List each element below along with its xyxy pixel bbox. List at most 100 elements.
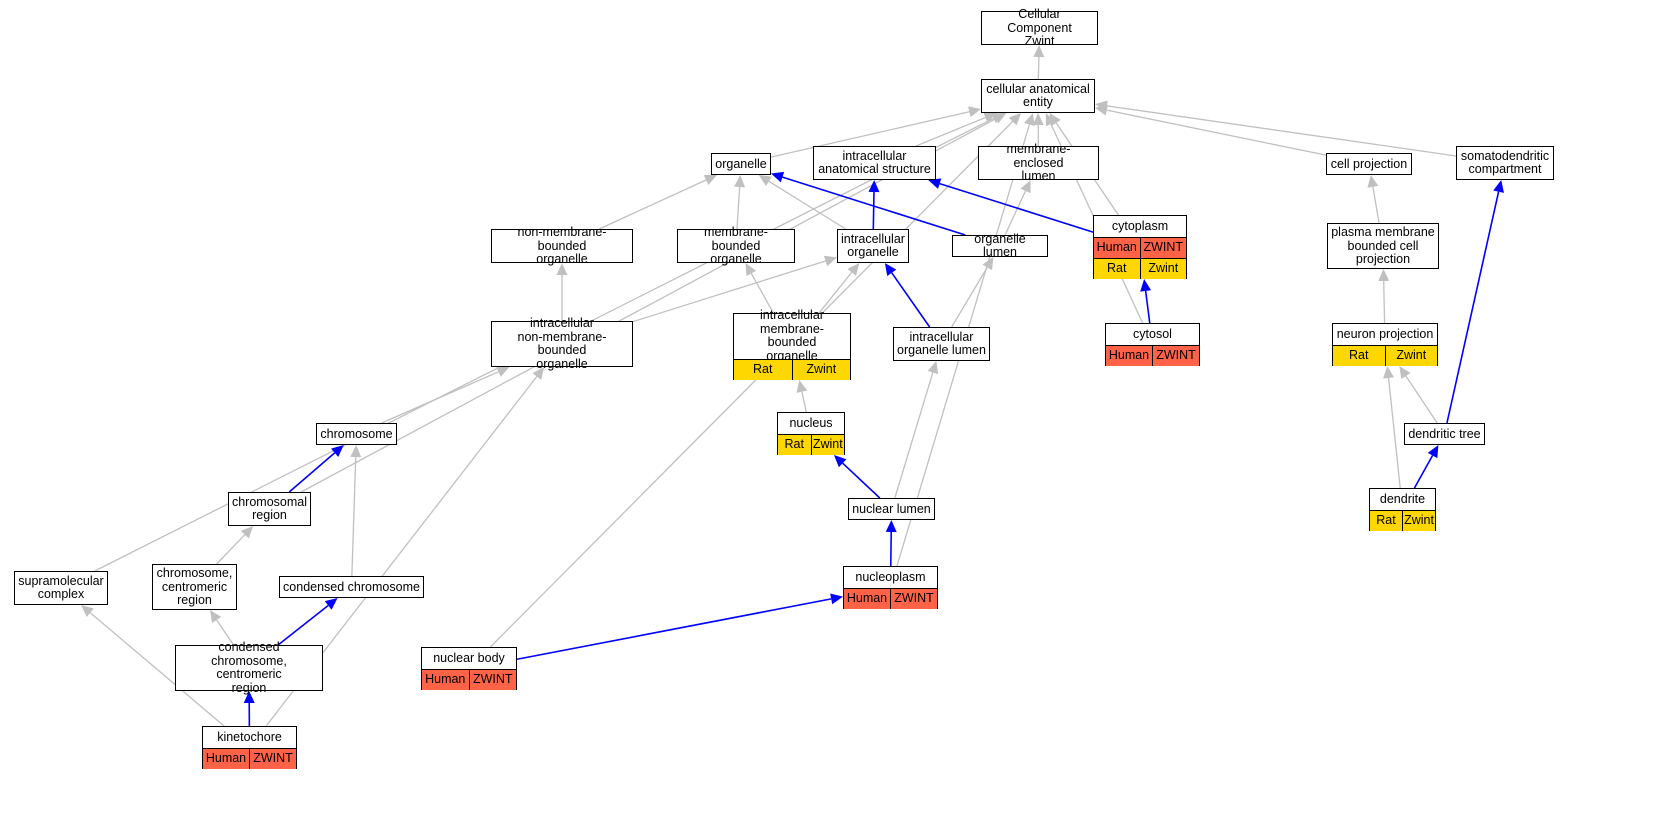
- term-node-organelle[interactable]: organelle: [711, 153, 771, 175]
- arrowhead: [1140, 279, 1152, 292]
- species-cell: Rat: [778, 434, 811, 455]
- edge-nucbody-to-cae: [489, 121, 1014, 648]
- arrowhead: [331, 445, 344, 458]
- edge-dtree-to-neuronproj: [1405, 375, 1438, 424]
- edge-iol-to-io: [891, 272, 931, 328]
- term-node-somato[interactable]: somatodendritic compartment: [1456, 146, 1554, 180]
- term-node-inmbo[interactable]: intracellular non-membrane-bounded organ…: [491, 317, 633, 370]
- edge-kinetochore-to-supramol: [89, 612, 225, 727]
- gene-cell: Zwint: [791, 359, 850, 380]
- arrowhead: [81, 605, 94, 617]
- term-node-ias[interactable]: intracellular anatomical structure: [813, 146, 936, 180]
- arrowhead: [350, 445, 362, 458]
- edge-dendrite-to-neuronproj: [1387, 377, 1401, 489]
- gene-cell: ZWINT: [249, 748, 296, 769]
- term-node-mbo[interactable]: membrane-bounded organelle: [677, 225, 795, 266]
- term-label: condensed chromosome, centromeric region: [211, 640, 287, 695]
- term-node-io[interactable]: intracellular organelle: [837, 229, 909, 263]
- term-node-imbo[interactable]: intracellular membrane-bounded organelle…: [733, 308, 851, 380]
- term-node-cccr[interactable]: condensed chromosome, centromeric region: [175, 640, 323, 695]
- term-node-cellproj[interactable]: cell projection: [1326, 153, 1412, 175]
- edge-ias-to-cae: [915, 116, 986, 147]
- edge-io-to-ias: [872, 191, 875, 230]
- term-node-iol[interactable]: intracellular organelle lumen: [893, 327, 990, 361]
- arrowhead: [734, 175, 746, 188]
- arrowhead: [1033, 45, 1045, 58]
- arrowhead: [847, 263, 860, 276]
- edge-cccr-to-condchrom: [277, 604, 329, 646]
- term-label: cytoplasm: [1111, 218, 1169, 233]
- edge-cytoplasm-to-ias: [939, 182, 1094, 233]
- edge-io-to-organelle: [768, 180, 846, 230]
- term-node-mel[interactable]: membrane-enclosed lumen: [978, 142, 1099, 183]
- arrowhead: [758, 175, 772, 187]
- term-label: non-membrane-bounded organelle: [517, 225, 607, 266]
- edge-mbo-to-organelle: [736, 186, 741, 230]
- arrowhead: [496, 366, 510, 377]
- term-label: cytosol: [1133, 326, 1172, 341]
- arrowhead: [796, 380, 808, 393]
- arrowhead: [1383, 366, 1395, 379]
- arrowhead: [556, 263, 568, 275]
- term-node-ccr[interactable]: chromosome, centromeric region: [152, 564, 237, 610]
- term-label: plasma membrane bounded cell projection: [1331, 225, 1435, 266]
- arrowhead: [1095, 100, 1108, 112]
- arrowhead: [885, 520, 897, 533]
- term-label: intracellular anatomical structure: [818, 148, 931, 177]
- gene-cell: Zwint: [1402, 510, 1435, 531]
- edge-organelle-to-cae: [770, 111, 970, 158]
- arrowhead: [927, 361, 939, 375]
- gene-cell: ZWINT: [1152, 345, 1199, 366]
- arrowhead: [928, 178, 942, 189]
- term-node-pmbcp[interactable]: plasma membrane bounded cell projection: [1327, 223, 1439, 269]
- term-node-condchrom[interactable]: condensed chromosome: [279, 576, 424, 598]
- arrowhead: [1367, 175, 1379, 188]
- term-node-cae[interactable]: cellular anatomical entity: [981, 79, 1095, 113]
- term-label: kinetochore: [217, 729, 282, 744]
- gene-cell: ZWINT: [1139, 237, 1186, 258]
- term-label: condensed chromosome: [283, 579, 420, 594]
- arrowhead: [243, 691, 255, 704]
- term-node-nuclumen[interactable]: nuclear lumen: [848, 498, 935, 520]
- species-cell: Rat: [1370, 510, 1402, 531]
- gene-cell: ZWINT: [890, 588, 937, 609]
- term-label: supramolecular complex: [18, 573, 104, 602]
- term-node-supramol[interactable]: supramolecular complex: [14, 571, 108, 605]
- term-node-dtree[interactable]: dendritic tree: [1404, 423, 1485, 445]
- arrowhead: [1427, 445, 1439, 459]
- term-node-olumen[interactable]: organelle lumen: [952, 231, 1048, 260]
- term-label: organelle lumen: [974, 231, 1026, 260]
- species-cell: Rat: [734, 359, 792, 380]
- edge-cellproj-to-cae: [1106, 109, 1327, 156]
- term-label: intracellular membrane-bounded organelle: [760, 308, 824, 363]
- term-node-root[interactable]: Cellular Component Zwint: [981, 7, 1098, 48]
- term-label: cell projection: [1330, 156, 1408, 171]
- edge-cccr-to-ccr: [216, 619, 235, 646]
- arrowhead: [1024, 113, 1035, 127]
- species-cell: Human: [1094, 237, 1140, 258]
- edge-dtree-to-somato: [1446, 191, 1500, 424]
- term-label: membrane-enclosed lumen: [1006, 142, 1071, 183]
- arrowhead: [1045, 113, 1056, 127]
- edge-dendrite-to-dtree: [1413, 455, 1434, 489]
- term-node-chromosome[interactable]: chromosome: [316, 423, 397, 445]
- arrowhead: [868, 180, 880, 193]
- arrowhead: [209, 610, 222, 624]
- edge-chromregion-to-chromosome: [288, 452, 336, 493]
- term-node-chromregion[interactable]: chromosomal region: [228, 492, 311, 526]
- arrowhead: [982, 257, 994, 271]
- term-node-nmbo[interactable]: non-membrane-bounded organelle: [491, 225, 633, 266]
